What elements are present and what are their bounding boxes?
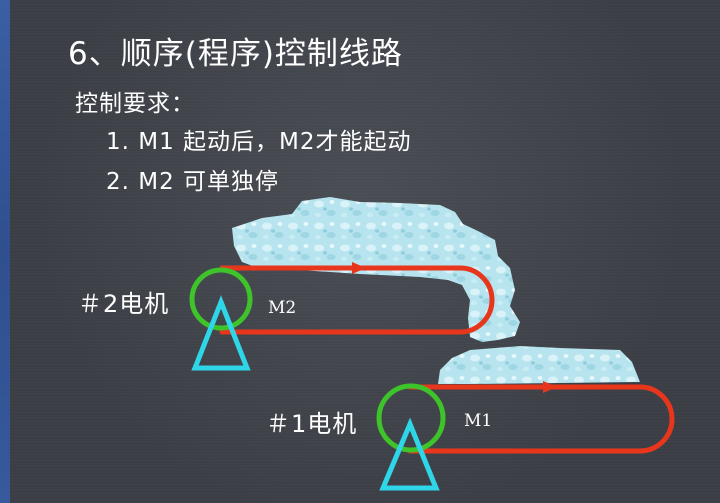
motor1-support-triangle — [379, 417, 440, 491]
motor2-tag: M2 — [268, 298, 297, 318]
material-pile-lower — [438, 346, 640, 384]
motor2-pulley — [189, 267, 253, 331]
accent-bar — [0, 0, 10, 503]
requirement-item-2: 2. M2 可单独停 — [106, 169, 280, 195]
requirement-item-1: 1. M1 起动后，M2才能起动 — [106, 129, 412, 155]
requirements-heading: 控制要求： — [75, 91, 195, 117]
belt-m1 — [407, 384, 675, 454]
belt-m2 — [219, 265, 495, 335]
motor1-pulley — [376, 383, 446, 453]
motor1-label: ＃1电机 — [266, 410, 358, 438]
slide-title: 6、顺序(程序)控制线路 — [68, 36, 403, 72]
belt-m1-arrow — [543, 381, 557, 393]
motor2-support-triangle — [191, 295, 251, 371]
motor1-tag: M1 — [464, 411, 493, 431]
belt-m2-arrow — [352, 262, 366, 274]
motor2-label: ＃2电机 — [78, 290, 170, 318]
